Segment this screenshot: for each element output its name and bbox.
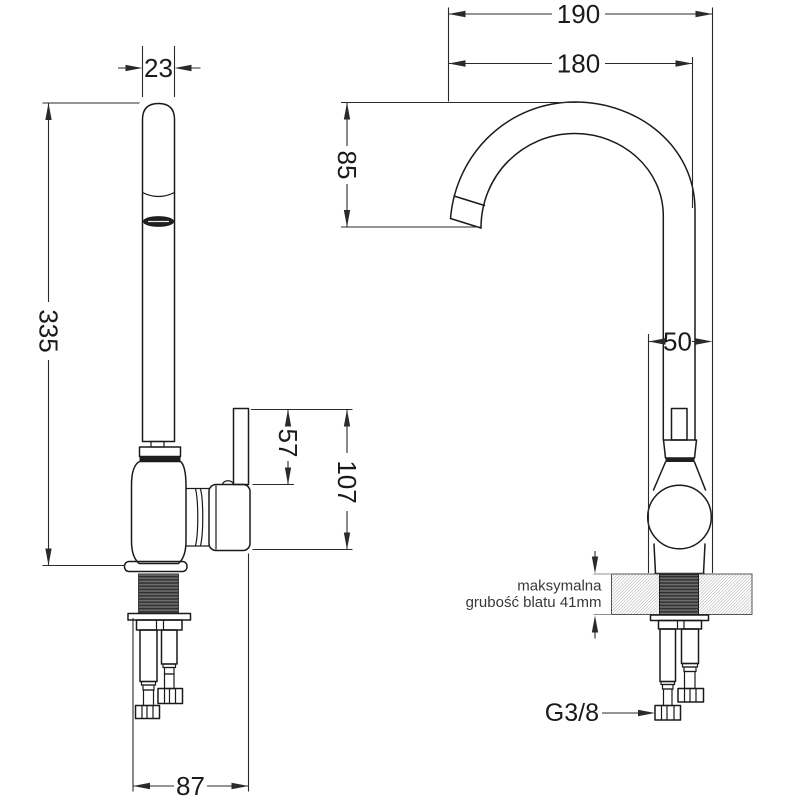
dim-label-85: 85 [332,151,362,180]
thread-callout: G3/8 [545,699,655,727]
front-hose-right [677,628,705,703]
front-view [449,101,753,721]
side-flange [127,612,192,621]
side-dimensions: 23 335 57 107 87 [34,46,362,800]
front-cone [652,461,707,491]
dim-spout-drop: 85 [332,101,577,228]
dim-spout-width: 23 [118,46,201,97]
dim-reach-outer: 190 [447,0,714,573]
side-base-disc [123,560,188,573]
dim-lever-to-knob-bottom: 107 [252,409,362,551]
countertop-note-line2: grubość blatu 41mm [466,594,602,611]
dim-label-57: 57 [273,429,303,458]
countertop-note-line1: maksymalna [517,578,602,595]
side-hose-right [157,629,184,705]
side-set-screw [150,440,165,448]
front-dimensions: 190 180 85 50 maksymalna grubość blatu 4… [332,0,714,727]
side-hose-left [134,629,161,720]
side-view [123,102,251,720]
side-body [130,460,187,565]
dim-label-50: 50 [663,327,692,357]
dim-label-335: 335 [34,309,64,352]
front-threaded-shank [659,574,699,615]
side-spout-pipe [141,102,176,443]
dim-label-107: 107 [332,460,362,503]
dim-total-height: 335 [34,102,140,567]
side-mount-nut [135,619,183,631]
front-hose-left [654,628,682,721]
dim-countertop-thickness: maksymalna grubość blatu 41mm [466,551,602,639]
dim-label-190: 190 [557,0,600,29]
dim-label-87: 87 [176,771,205,800]
dim-label-180: 180 [557,49,600,79]
front-mount-nut [657,619,703,630]
front-lever [670,407,688,441]
front-collar [662,439,698,459]
dim-label-23: 23 [144,53,173,83]
side-collar-band [139,456,181,462]
side-collar [138,446,182,458]
front-spout-outer [449,101,696,441]
front-flange [649,614,710,622]
front-handle-ball [646,484,713,550]
dim-base-width: 50 [647,327,713,573]
dim-reach-inner: 180 [448,49,694,208]
side-handle-knob [208,483,251,552]
side-lever [232,407,250,486]
countertop [593,573,753,615]
thread-label: G3/8 [545,699,599,727]
side-threaded-shank [138,573,179,614]
dim-base-depth: 87 [132,553,250,800]
dim-lever-to-knob-top: 57 [251,408,353,486]
front-spout-inner [480,132,665,441]
front-collar-band [665,458,695,462]
front-spout-tip [449,195,486,229]
side-spout-bend-seam [142,191,175,198]
side-neck [186,487,209,547]
